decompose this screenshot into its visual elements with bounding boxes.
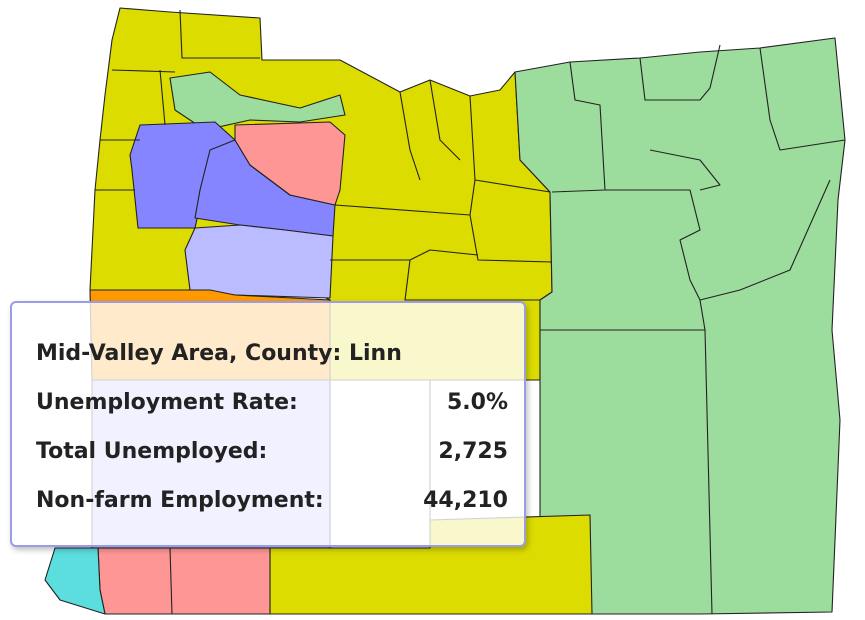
county-cyan[interactable]: [44, 547, 106, 615]
tooltip-title: Mid-Valley Area, County: Linn: [36, 329, 508, 378]
tooltip-area-label: Mid-Valley Area, County:: [36, 341, 342, 366]
county-eastern-region[interactable]: [514, 37, 846, 615]
tooltip-row-nonfarm-employment: Non-farm Employment: 44,210: [36, 476, 508, 525]
tooltip-label: Non-farm Employment:: [36, 488, 324, 513]
tooltip-row-unemployment-rate: Unemployment Rate: 5.0%: [36, 378, 508, 427]
tooltip-label: Unemployment Rate:: [36, 390, 298, 415]
tooltip-value: 5.0%: [446, 390, 508, 415]
county-tooltip: Mid-Valley Area, County: Linn Unemployme…: [10, 301, 526, 547]
tooltip-row-total-unemployed: Total Unemployed: 2,725: [36, 427, 508, 476]
county-pink-south[interactable]: [97, 547, 271, 615]
tooltip-county-name: Linn: [348, 341, 402, 366]
county-linn[interactable]: [184, 224, 334, 299]
tooltip-value: 2,725: [438, 439, 508, 464]
tooltip-label: Total Unemployed:: [36, 439, 268, 464]
tooltip-value: 44,210: [423, 488, 508, 513]
